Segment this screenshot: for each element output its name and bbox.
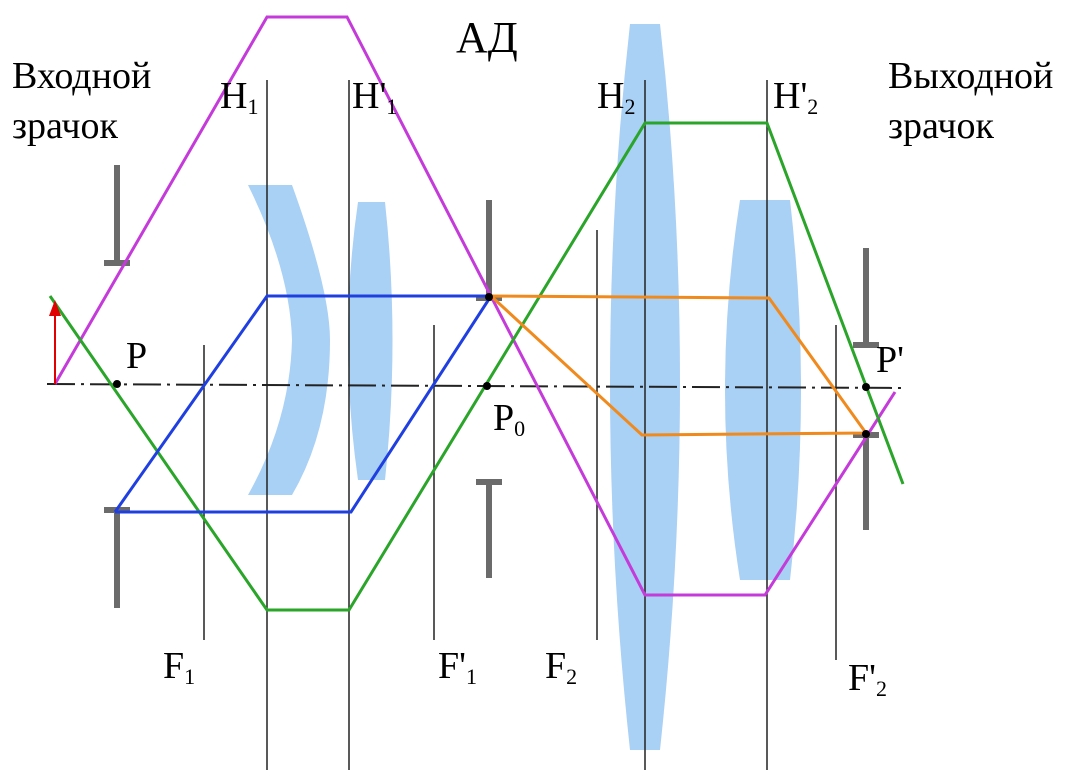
- label-f2-prime: F'2: [848, 657, 887, 701]
- entrance-pupil-label-line1: Входной: [12, 55, 151, 97]
- label-p: P: [126, 335, 147, 377]
- optical-axis: [46, 383, 906, 389]
- object-arrow: [49, 300, 61, 384]
- point-p-dot: [113, 380, 121, 388]
- axis-points: [113, 293, 870, 438]
- magenta-ray: [53, 15, 897, 597]
- exit-pupil-dot: [862, 430, 870, 438]
- point-p-prime-dot: [862, 383, 870, 391]
- lens-4-biconvex: [725, 200, 801, 580]
- entrance-pupil-bottom-stop: [104, 507, 130, 608]
- point-p0-dot: [483, 382, 491, 390]
- title-label: АД: [456, 13, 518, 62]
- label-h2-prime: H'2: [773, 75, 818, 119]
- exit-pupil-label-line1: Выходной: [888, 55, 1053, 97]
- lens-2: [348, 202, 393, 480]
- entrance-pupil-top-stop: [104, 165, 130, 266]
- stop-top-dot: [485, 293, 493, 301]
- entrance-pupil-label-line2: зрачок: [12, 105, 118, 147]
- label-p-prime: P': [876, 339, 904, 381]
- label-f2: F2: [545, 645, 577, 689]
- label-f1: F1: [163, 645, 195, 689]
- exit-pupil-top-stop: [853, 248, 879, 348]
- label-h2: H2: [597, 75, 635, 119]
- label-f1-prime: F'1: [438, 645, 477, 689]
- exit-pupil-label-line2: зрачок: [888, 105, 994, 147]
- lens-1-negative-meniscus: [248, 185, 330, 495]
- green-ray: [48, 121, 905, 612]
- aperture-stops: [104, 165, 879, 608]
- aperture-diaphragm-bottom-stop: [476, 479, 502, 578]
- label-p0: P0: [493, 397, 525, 441]
- aperture-diaphragm-top-stop: [476, 200, 502, 301]
- guide-lines: [203, 80, 837, 770]
- label-h1: H1: [220, 75, 258, 119]
- label-h1-prime: H'1: [352, 75, 397, 119]
